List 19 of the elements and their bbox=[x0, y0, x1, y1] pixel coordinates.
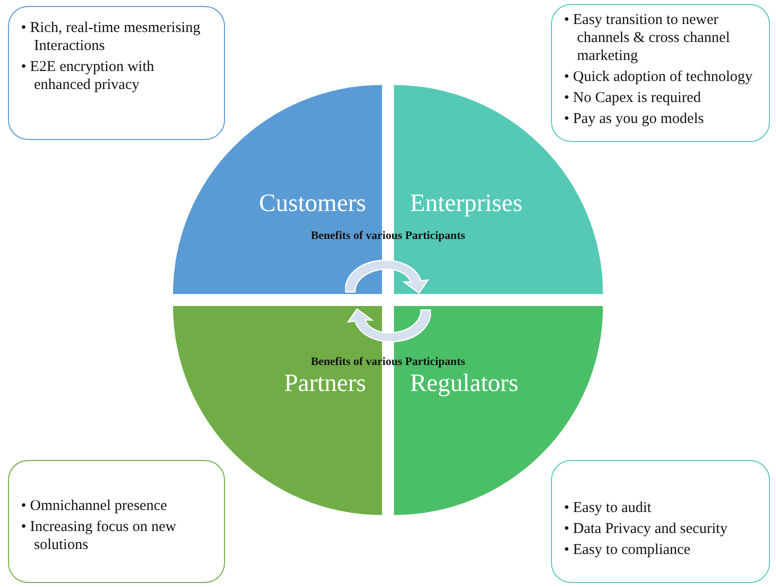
text-box bbox=[551, 460, 770, 583]
bullet-text: • Easy transition to newer channels & cross channel marketing bbox=[564, 11, 731, 65]
bullet-text: • E2E encryption with enhanced privacy bbox=[21, 58, 156, 94]
bullet-text: • Pay as you go models bbox=[564, 110, 705, 128]
quadrant-title: Partners bbox=[284, 370, 366, 398]
bullet-text: • Easy to audit bbox=[564, 499, 652, 517]
bullet-text: • Quick adoption of technology bbox=[564, 68, 754, 86]
bullet-text: • Rich, real-time mesmerising Interactions bbox=[21, 19, 202, 55]
bullet-text: • Increasing focus on new solutions bbox=[21, 518, 178, 554]
quadrant-title: Regulators bbox=[410, 370, 518, 398]
bullet-text: • Easy to compliance bbox=[564, 541, 692, 559]
quadrant-title: Enterprises bbox=[410, 190, 522, 218]
text-box bbox=[551, 4, 770, 142]
bullet-text: • Omnichannel presence bbox=[21, 497, 168, 515]
quadrant-title: Customers bbox=[259, 190, 366, 218]
text-box bbox=[8, 460, 225, 583]
bullet-text: • No Capex is required bbox=[564, 89, 702, 107]
text-box bbox=[8, 6, 225, 140]
bullet-text: • Data Privacy and security bbox=[564, 520, 729, 538]
